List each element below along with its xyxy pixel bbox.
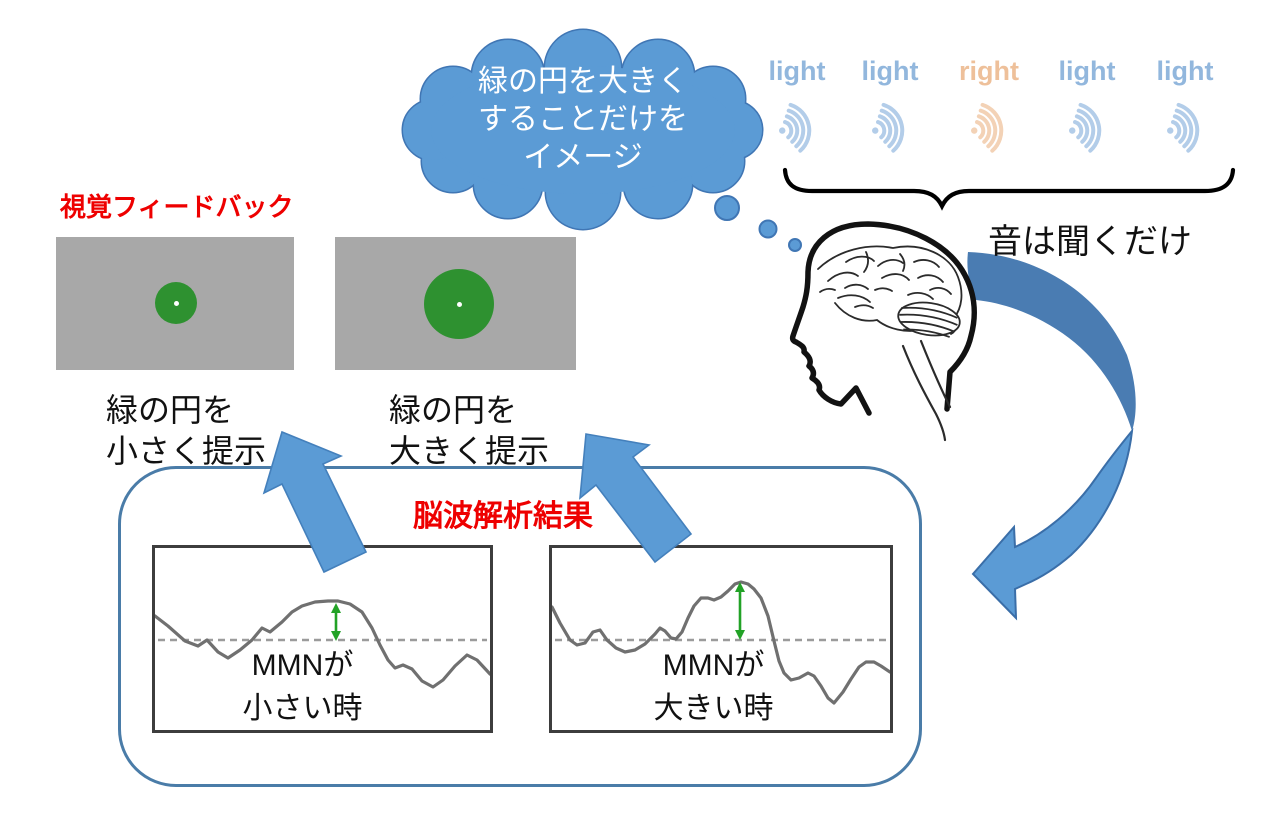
caption-line: 緑の円を [389,392,518,428]
head-outline [789,221,977,416]
tone-item: light [755,56,839,164]
tone-label: light [1058,56,1116,86]
sound-wave-icon [1167,102,1200,153]
mmn-amplitude-arrow [331,603,341,641]
waveform-large [552,580,890,705]
tone-item: light [848,56,932,164]
eeg-trace [552,580,890,705]
fixation-dot [173,300,179,306]
sound-wave-icon [971,102,1004,153]
tone-item-deviant: right [947,56,1031,164]
cerebellum [897,301,961,338]
brain-lines [817,245,963,335]
screen-caption-small: 緑の円を 小さく提示 [106,390,266,472]
thought-cloud-text: 緑の円を大きく することだけを イメージ [398,63,768,177]
tone-item: light [1045,56,1129,164]
cloud-line: イメージ [523,141,643,174]
signal-flow-arrow [967,252,1136,621]
cloud-line: することだけを [478,103,688,136]
green-circle-large [424,269,494,339]
tones-caption: 音は聞くだけ [988,223,1192,261]
head-profile-illustration [789,221,977,442]
sound-wave-icon [779,102,812,153]
thought-dots [714,195,802,252]
caption-line: 小さい時 [242,692,363,725]
visual-feedback-title: 視覚フィードバック [60,192,294,222]
feedback-screen-large [335,237,576,370]
green-circle-small [155,282,197,324]
sound-wave-icon [1069,102,1102,153]
thought-dot [714,195,740,221]
caption-line: MMNが [251,649,354,682]
tones-underbrace [782,167,1236,211]
mmn-amplitude-arrow [735,582,745,640]
panel-caption-small: MMNが 小さい時 [195,644,410,730]
eeg-analysis-title: 脳波解析結果 [413,500,593,533]
caption-line: 緑の円を [106,392,235,428]
signal-arrow-upper-band [967,252,1136,431]
screen-caption-large: 緑の円を 大きく提示 [389,390,549,472]
eeg-panel-small-mmn: MMNが 小さい時 [152,545,493,733]
caption-line: MMNが [662,649,765,682]
panel-caption-large: MMNが 大きい時 [606,644,821,730]
cloud-line: 緑の円を大きく [478,65,688,98]
eeg-trace [155,599,490,689]
caption-line: 大きい時 [653,692,774,725]
signal-arrow-lower-band [971,427,1134,621]
spine-lines [901,339,952,442]
thought-dot [788,238,802,252]
tone-label: light [1156,56,1214,86]
feedback-screen-small [56,237,294,370]
waveform-small [155,599,490,689]
tone-item: light [1143,56,1227,164]
sound-wave-icon [872,102,905,153]
tone-label: light [861,56,919,86]
tone-label: light [768,56,826,86]
caption-line: 小さく提示 [106,433,267,469]
thought-dot [758,219,778,239]
tone-label: right [959,56,1019,86]
eeg-panel-large-mmn: MMNが 大きい時 [549,545,893,733]
fixation-dot [456,301,462,307]
caption-line: 大きく提示 [389,433,550,469]
